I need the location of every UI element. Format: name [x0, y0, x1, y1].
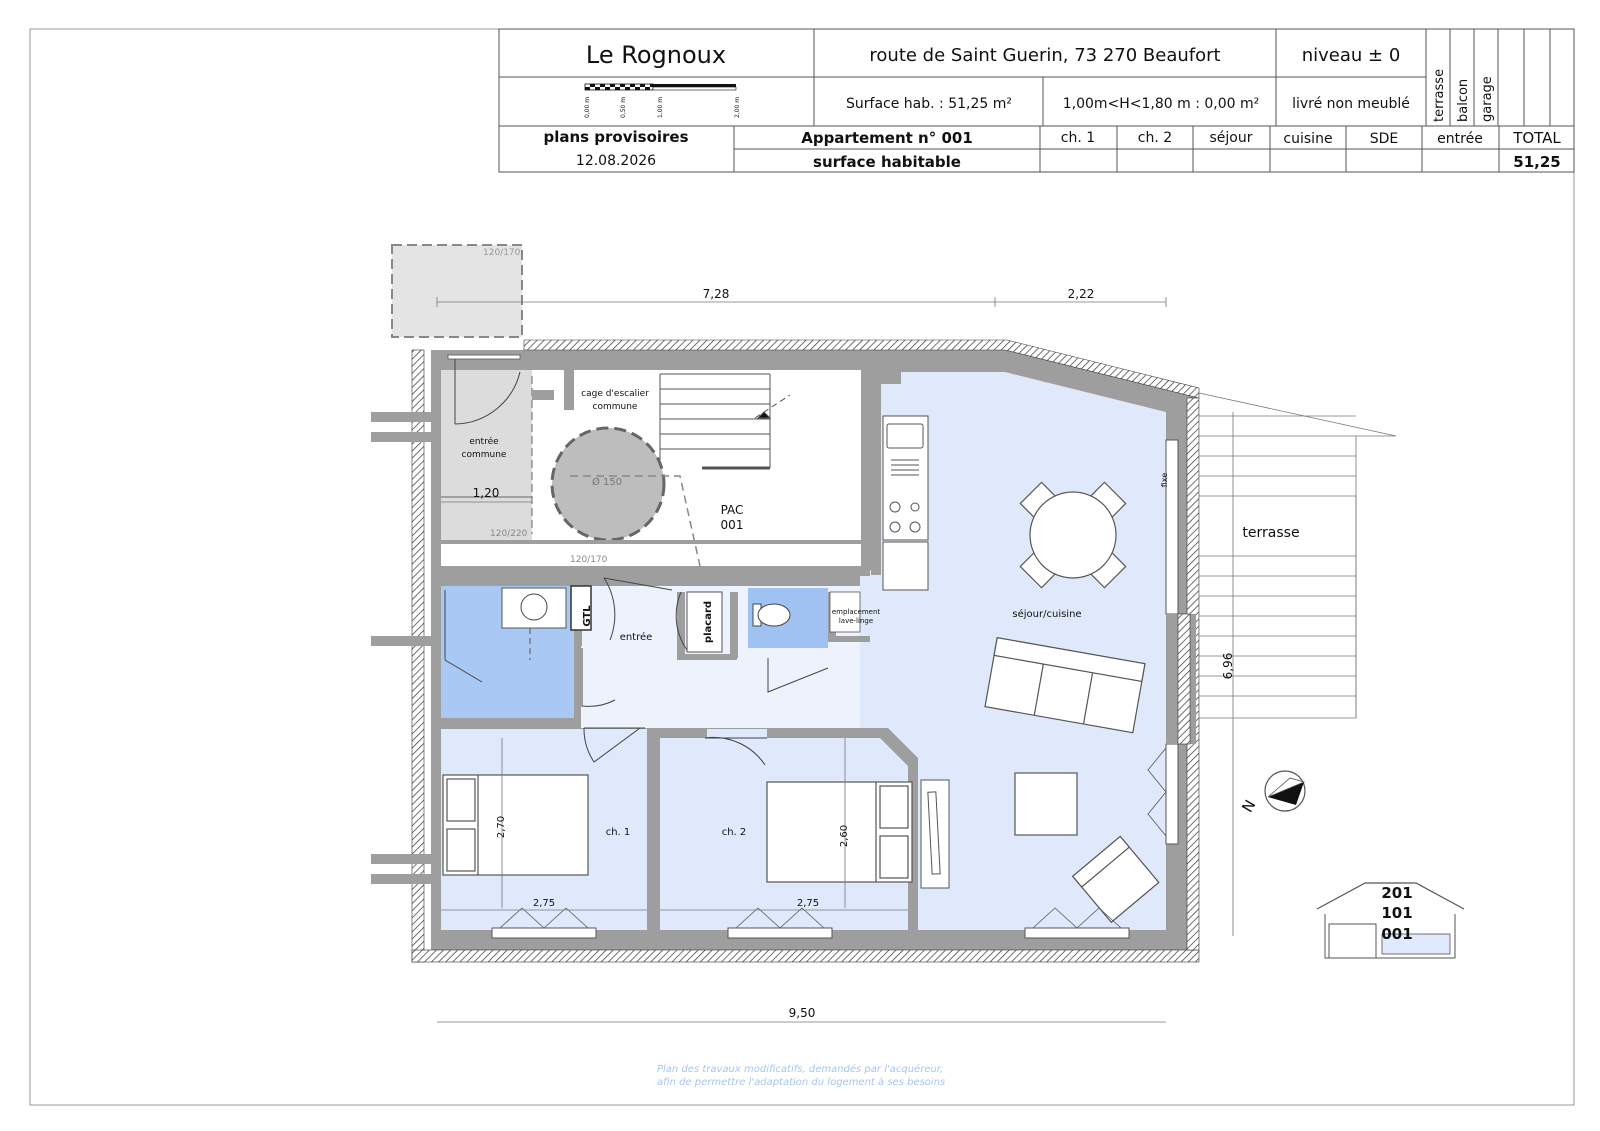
- dim-6-96: 6,96: [1221, 653, 1235, 680]
- room-entree-commune: [441, 370, 532, 540]
- label-gtl: GTL: [582, 605, 593, 627]
- svg-text:0,50 m: 0,50 m: [620, 97, 627, 118]
- wc-toilet: [752, 603, 791, 627]
- level-label: niveau ± 0: [1302, 45, 1401, 66]
- dim-2-60: 2,60: [839, 825, 850, 847]
- dim-2-75-a: 2,75: [533, 898, 555, 909]
- insulation-bottom: [411, 949, 1200, 963]
- label-ch1: ch. 1: [606, 827, 631, 838]
- label-terrasse: terrasse: [1242, 525, 1299, 541]
- level-101: 101: [1381, 904, 1412, 922]
- tv-unit: [920, 779, 950, 889]
- coffee-table: [1014, 772, 1078, 836]
- dim-7-28: 7,28: [703, 287, 730, 301]
- footer-note: Plan des travaux modificatifs, demandés …: [657, 1063, 945, 1088]
- bed-ch2: [766, 781, 913, 883]
- level-001: 001: [1381, 925, 1412, 943]
- delivery-status: livré non meublé: [1292, 96, 1410, 112]
- washer-space: [829, 591, 861, 633]
- col-ch2: ch. 2: [1138, 130, 1172, 146]
- col-balcon: balcon: [1456, 79, 1471, 122]
- col-garage: garage: [1480, 76, 1495, 122]
- dim-2-22: 2,22: [1068, 287, 1095, 301]
- surface-hab: Surface hab. : 51,25 m²: [846, 96, 1012, 112]
- label-fixe: fixe: [1160, 473, 1169, 488]
- dim-2-70: 2,70: [496, 816, 507, 838]
- label-sejour: séjour/cuisine: [1012, 608, 1081, 620]
- gtl-panel: [570, 585, 592, 631]
- col-cuisine: cuisine: [1283, 131, 1332, 147]
- note-line-2: afin de permettre l'adaptation du logeme…: [657, 1076, 945, 1088]
- overhang-outline: [391, 244, 523, 338]
- placard: [686, 591, 723, 653]
- scale-bar: 0,00 m 0,50 m 1,00 m 2,00 m: [584, 83, 741, 118]
- windows-bottom: [491, 907, 1130, 939]
- svg-text:2,00 m: 2,00 m: [734, 97, 741, 118]
- dim-2-75-b: 2,75: [797, 898, 819, 909]
- armchair: [1071, 835, 1160, 924]
- label-placard: placard: [703, 601, 714, 643]
- svg-text:0,00 m: 0,00 m: [584, 97, 591, 118]
- level-indicator: 201 101 001: [1316, 882, 1465, 959]
- plan-status: plans provisoires: [543, 128, 688, 146]
- windows-right: [1147, 439, 1179, 845]
- svg-text:120/170: 120/170: [483, 248, 521, 258]
- col-entree: entrée: [1437, 131, 1483, 147]
- col-sejour: séjour: [1210, 130, 1253, 146]
- title-block: Le Rognoux route de Saint Guerin, 73 270…: [498, 28, 1575, 173]
- north-label: N: [1238, 797, 1259, 816]
- stairs: [659, 373, 791, 470]
- door-swings: [444, 577, 829, 766]
- north-arrow: N: [1238, 770, 1306, 816]
- dining-table: [1019, 481, 1127, 589]
- sofa: [984, 636, 1146, 734]
- turning-circle: [550, 426, 666, 542]
- svg-text:1,00 m: 1,00 m: [657, 97, 664, 118]
- kitchen-counter: [882, 415, 929, 591]
- apartment-number: Appartement n° 001: [801, 129, 973, 147]
- dim-1-20: 1,20: [473, 486, 500, 500]
- terrace-deck: [1198, 392, 1397, 719]
- col-terrasse: terrasse: [1432, 69, 1447, 122]
- col-total: TOTAL: [1512, 129, 1561, 147]
- floor-plan: 120/170 Ø 150: [371, 244, 1465, 1023]
- bed-ch1: [442, 774, 589, 876]
- surface-low-height: 1,00m<H<1,80 m : 0,00 m²: [1063, 96, 1260, 112]
- dimension-labels: 7,28 2,22 1,20 2,70 2,75 2,60 2,75 6,96 …: [473, 287, 1235, 1020]
- opening-120-220: 120/220: [490, 529, 528, 539]
- room-pac: [702, 484, 861, 566]
- dimension-lines: [436, 297, 1234, 1023]
- level-201: 201: [1381, 884, 1412, 902]
- col-sde: SDE: [1370, 131, 1399, 147]
- label-ch2: ch. 2: [722, 827, 747, 838]
- address: route de Saint Guerin, 73 270 Beaufort: [869, 45, 1220, 66]
- note-line-1: Plan des travaux modificatifs, demandés …: [657, 1063, 943, 1075]
- project-name: Le Rognoux: [586, 41, 726, 69]
- label-entree: entrée: [620, 631, 653, 643]
- svg-text:Ø 150: Ø 150: [592, 476, 622, 488]
- col-ch1: ch. 1: [1061, 130, 1095, 146]
- opening-120-170-b: 120/170: [570, 555, 608, 565]
- plan-date: 12.08.2026: [576, 153, 656, 169]
- surface-row-label: surface habitable: [813, 153, 961, 171]
- dim-9-50: 9,50: [789, 1006, 816, 1020]
- total-value: 51,25: [1513, 153, 1560, 171]
